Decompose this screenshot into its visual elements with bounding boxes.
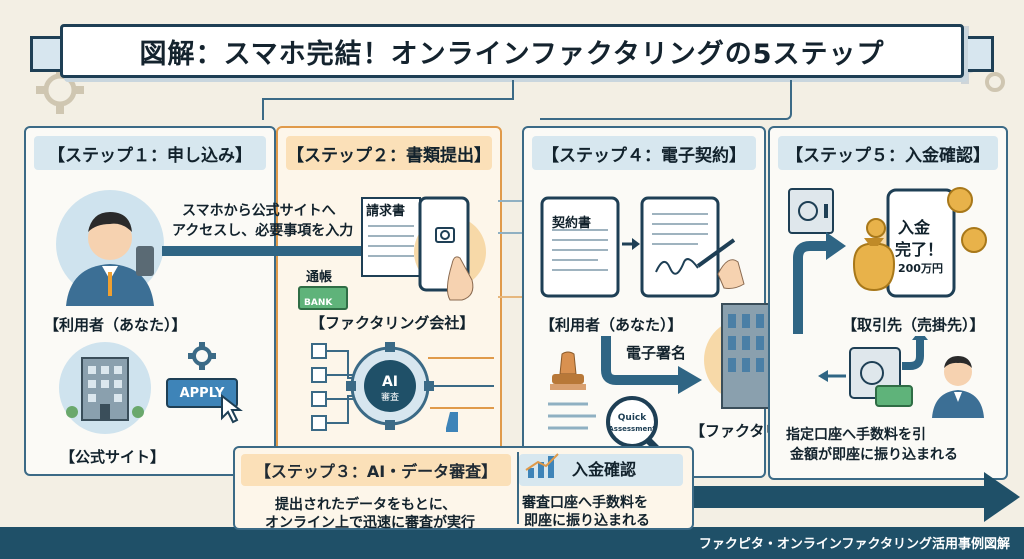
quick-text: Quick [618, 413, 647, 423]
title-banner: 図解：スマホ完結！オンラインファクタリングの5ステップ [30, 24, 994, 78]
company-building-icon [704, 303, 788, 409]
step3-header: 【ステップ３：AI・データ審査】 [241, 454, 511, 486]
deposit-text-line1: 審査口座へ手数料を [522, 495, 648, 511]
ai-sub: 審査 [381, 391, 399, 403]
s5-text-line1: 指定口座へ手数料を引 [786, 427, 926, 443]
bottom-bar [0, 527, 1024, 559]
deposit-amount: 200万円 [898, 262, 943, 275]
step2-header: 【ステップ２：書類提出】 [286, 136, 492, 170]
partner-avatar [932, 356, 984, 418]
contract-tablets [540, 196, 745, 298]
esign-arrow [601, 336, 702, 394]
s3-text-line1: 提出されたデータをもとに、 [275, 497, 457, 513]
user-avatar [56, 190, 164, 306]
step5-panel: 【ステップ５：入金確認】 [768, 126, 1008, 480]
page-title: 図解：スマホ完結！オンラインファクタリングの5ステップ [139, 38, 885, 70]
arrow-text-line1: スマホから公式サイトへ [182, 203, 336, 219]
arrow-text-line2: アクセスし、必要事項を入力 [172, 223, 354, 239]
passbook-label: 通帳 [306, 270, 333, 285]
invoice-label: 請求書 [366, 204, 406, 219]
phone-camera-icon [414, 196, 486, 301]
s3-text-line2: オンライン上で迅速に審査が実行 [265, 515, 475, 531]
safe-card-graphic [818, 336, 928, 407]
site-label: 【公式サイト】 [60, 448, 166, 466]
safe-icon [788, 188, 834, 234]
step1-panel: 【ステップ１：申し込み】 [24, 126, 276, 476]
user-label-s4: 【利用者（あなた）】 [540, 316, 683, 334]
apply-button[interactable]: APPLY [166, 378, 238, 408]
partner-label: 【取引先（売掛先）】 [842, 316, 985, 334]
stamp-icon [550, 351, 586, 390]
deposit-line2: 完了！ [895, 240, 944, 259]
s5-text-line2: 金額が即座に振り込まれる [790, 447, 958, 463]
chart-up-icon [525, 453, 559, 478]
progress-arrow [690, 472, 1020, 522]
bank-card: BANK [298, 286, 348, 310]
footer-credit: ファクピタ・オンラインファクタリング活用事例図解 [698, 537, 1010, 552]
deposit-line1: 入金 [898, 218, 931, 237]
gear-icon [188, 342, 216, 370]
payment-phone-graphic [852, 187, 987, 298]
building-icon [59, 342, 151, 434]
cursor-icon [221, 394, 243, 424]
company-label-s2: 【ファクタリング会社】 [310, 314, 475, 332]
step5-arrow [793, 232, 846, 334]
ai-badge: AI [382, 374, 398, 390]
step1-header: 【ステップ１：申し込み】 [34, 136, 266, 170]
deposit-header: 入金確認 [572, 460, 637, 479]
invoice-icon [361, 197, 421, 277]
contract-label: 契約書 [552, 216, 592, 231]
deposit-text-line2: 即座に振り込まれる [524, 513, 650, 529]
step3-panel: 【ステップ３：AI・データ審査】 提出されたデータをもとに、 オンライン上で迅速… [233, 446, 694, 531]
assessment-text: Assessment [608, 425, 656, 433]
esign-label: 電子署名 [626, 344, 687, 362]
user-label: 【利用者（あなた）】 [44, 316, 187, 334]
ai-assessment-graphic: AI 審査 [311, 342, 494, 432]
step5-header: 【ステップ５：入金確認】 [778, 136, 998, 170]
step4-header: 【ステップ４：電子契約】 [532, 136, 756, 170]
